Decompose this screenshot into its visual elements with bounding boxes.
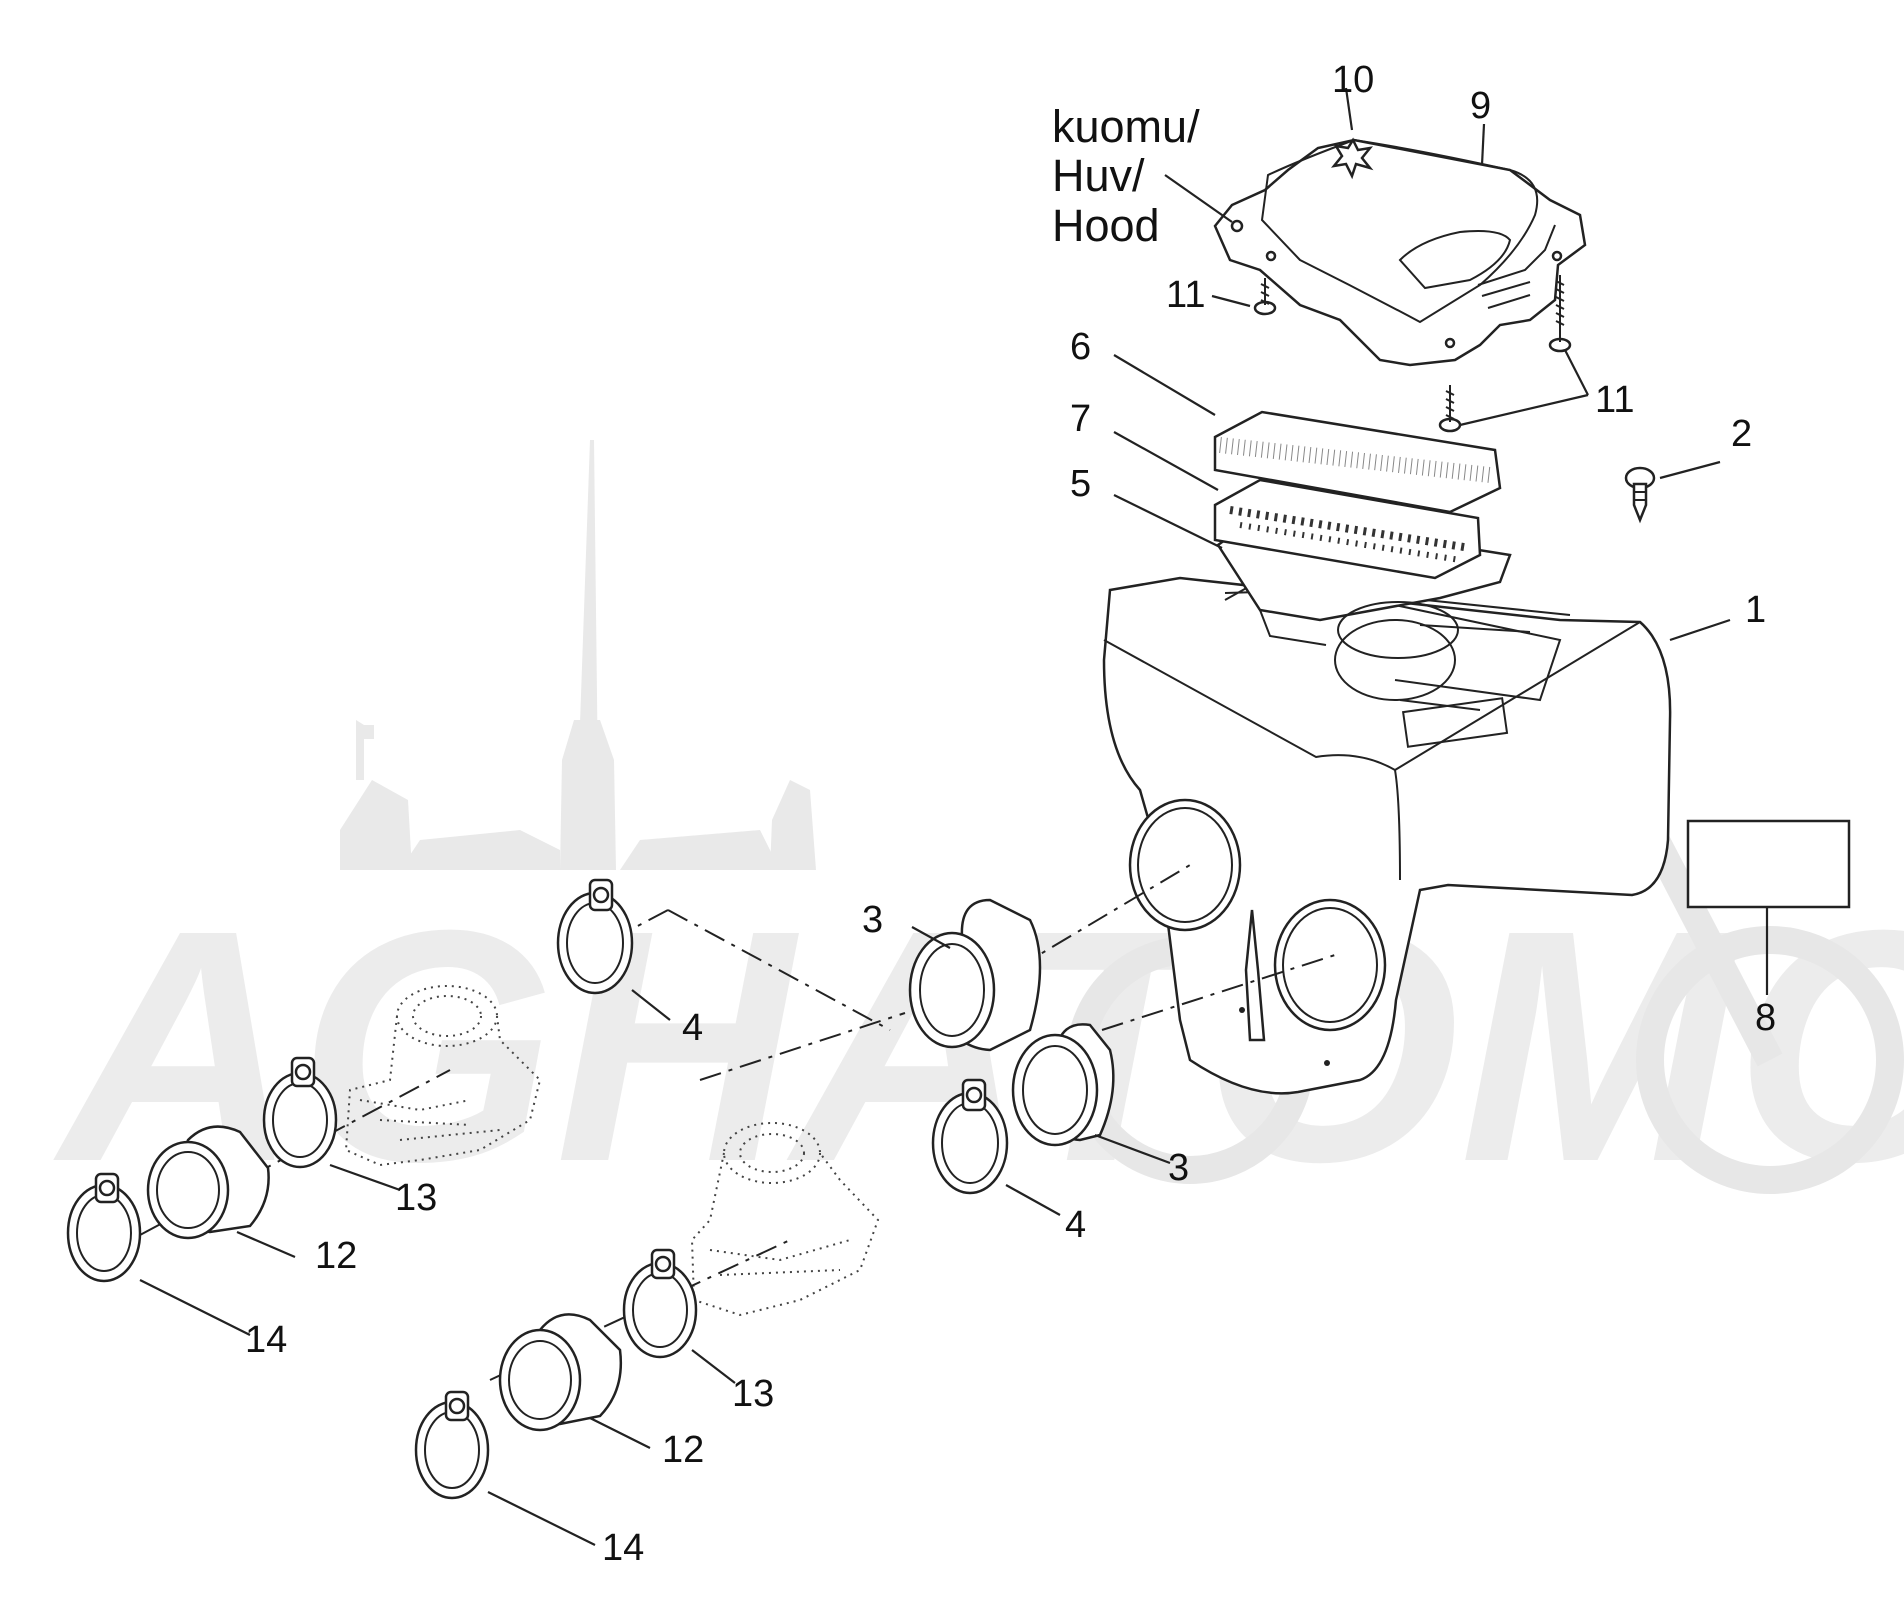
label-box bbox=[1686, 819, 1851, 909]
intake-rubber-lower bbox=[1011, 1023, 1115, 1147]
callout-14-upper: 14 bbox=[245, 1319, 287, 1361]
hose-clamp-13-lower bbox=[622, 1248, 698, 1359]
foam-filter-lower bbox=[1213, 478, 1482, 580]
callout-6: 6 bbox=[1070, 326, 1091, 368]
leader-lines bbox=[139, 87, 1769, 1546]
hose-clamp-14-upper bbox=[66, 1172, 142, 1283]
callout-4-upper: 4 bbox=[682, 1007, 703, 1049]
carburetor-upper bbox=[344, 985, 542, 1167]
callout-3-upper: 3 bbox=[862, 899, 883, 941]
hood-label-line3: Hood bbox=[1052, 200, 1160, 251]
callout-13-upper: 13 bbox=[395, 1177, 437, 1219]
hood-label-line1: kuomu/ bbox=[1052, 101, 1200, 152]
callout-1: 1 bbox=[1745, 589, 1766, 631]
intake-rubber-upper bbox=[908, 898, 1042, 1052]
callout-12-lower: 12 bbox=[662, 1429, 704, 1471]
carburetor-lower bbox=[690, 1122, 880, 1317]
decal-star bbox=[1330, 137, 1374, 180]
hood-cover bbox=[1213, 137, 1587, 367]
callout-2: 2 bbox=[1731, 413, 1752, 455]
hose-clamp-13-upper bbox=[262, 1056, 338, 1169]
callout-12-upper: 12 bbox=[315, 1235, 357, 1277]
callout-8: 8 bbox=[1755, 997, 1776, 1039]
callout-7: 7 bbox=[1070, 398, 1091, 440]
callout-5: 5 bbox=[1070, 463, 1091, 505]
connector-12-upper bbox=[146, 1125, 270, 1240]
connector-12-lower bbox=[498, 1313, 622, 1432]
callout-4-lower: 4 bbox=[1065, 1204, 1086, 1246]
hose-clamp-14-lower bbox=[414, 1390, 490, 1500]
callout-10: 10 bbox=[1332, 59, 1374, 101]
callout-9: 9 bbox=[1470, 85, 1491, 127]
callout-3-lower: 3 bbox=[1168, 1147, 1189, 1189]
hood-screws bbox=[1253, 275, 1572, 433]
push-fastener bbox=[1624, 466, 1656, 524]
airbox bbox=[1102, 576, 1672, 1095]
hood-label-line2: Huv/ bbox=[1052, 150, 1145, 201]
callout-14-lower: 14 bbox=[602, 1527, 644, 1569]
callout-13-lower: 13 bbox=[732, 1373, 774, 1415]
hose-clamp-4-lower bbox=[931, 1078, 1009, 1195]
foam-filter-upper bbox=[1213, 410, 1502, 514]
hose-clamp-4-upper bbox=[556, 878, 634, 995]
callout-11-left: 11 bbox=[1166, 274, 1205, 316]
callout-11-right: 11 bbox=[1595, 379, 1634, 421]
